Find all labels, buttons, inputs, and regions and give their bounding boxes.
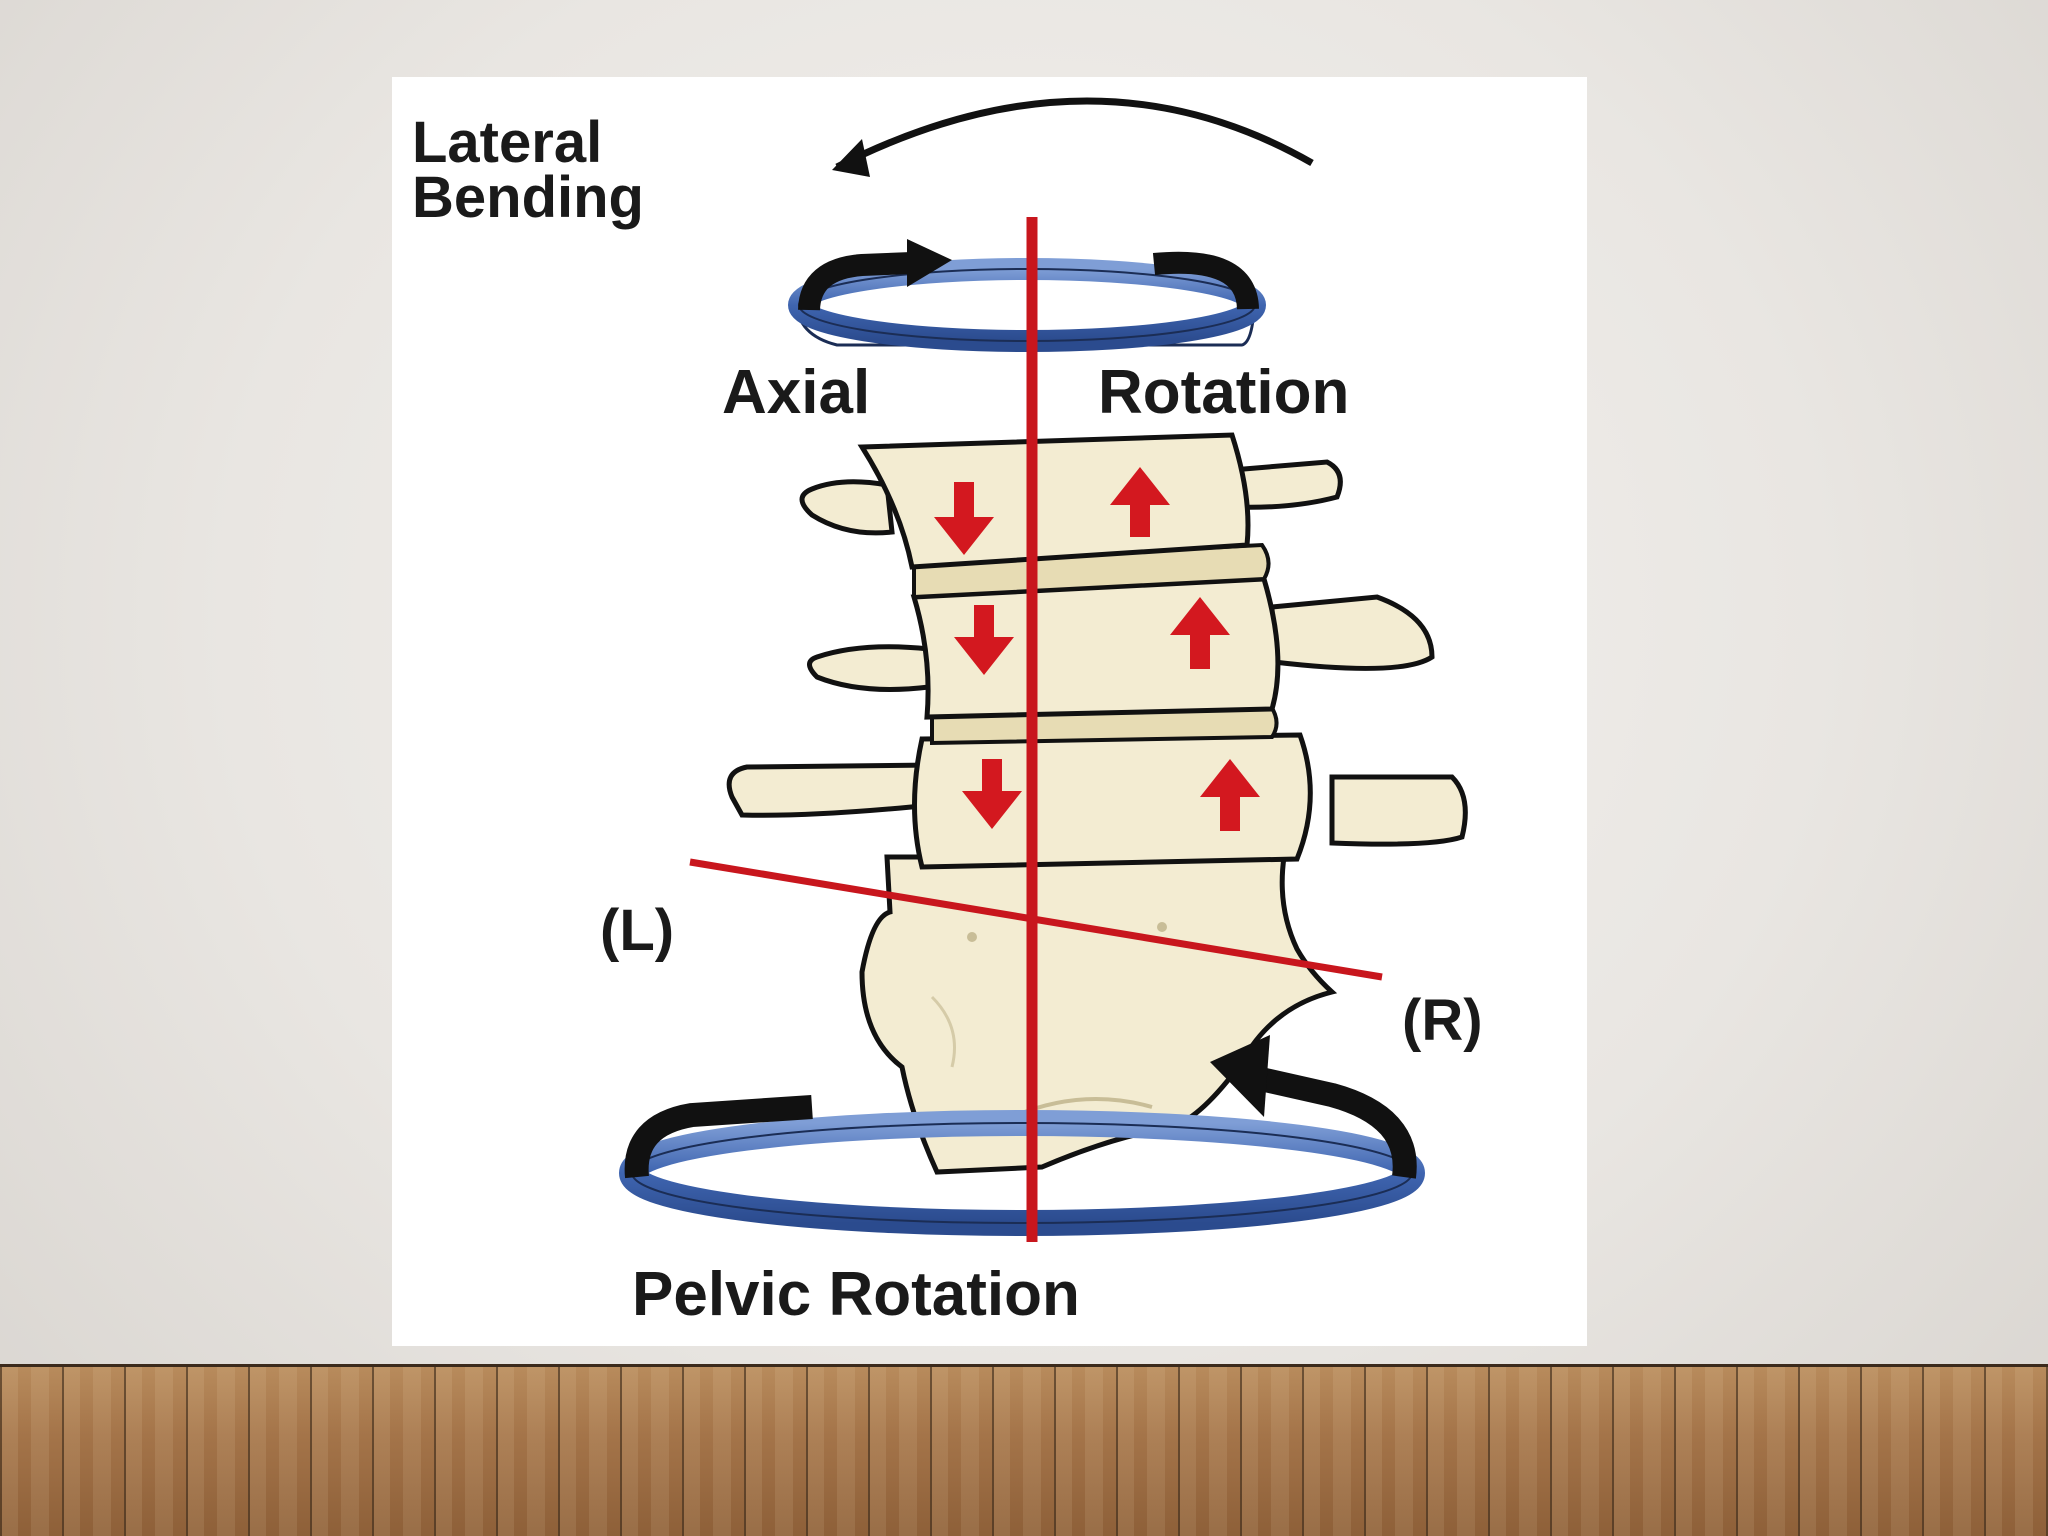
spine-diagram-svg	[619, 97, 1468, 1242]
pelvic-rotation-label: Pelvic Rotation	[632, 1260, 1080, 1329]
right-side-label: (R)	[1402, 988, 1483, 1053]
pelvic-tilt-line	[689, 858, 1383, 981]
spine-diagram-figure: Lateral Bending Axial Rotation (L) (R) P…	[392, 77, 1587, 1346]
axial-rotation-ring-icon	[788, 239, 1266, 352]
rotation-label: Rotation	[1098, 358, 1350, 427]
axial-label: Axial	[722, 358, 871, 427]
vertebra-middle	[807, 576, 1435, 720]
pelvic-rotation-ring-icon	[619, 1035, 1425, 1236]
lateral-bending-arrow-icon	[832, 97, 1314, 177]
wood-floor	[0, 1364, 2048, 1536]
vertebra-direction-arrow-icon	[934, 482, 1022, 829]
left-side-label: (L)	[600, 898, 675, 963]
disc-upper	[912, 542, 1271, 600]
vertebra-lower	[726, 732, 1468, 870]
vertebra-direction-arrow-icon-up	[1110, 467, 1260, 831]
lateral-bending-label: Lateral Bending	[412, 110, 644, 231]
